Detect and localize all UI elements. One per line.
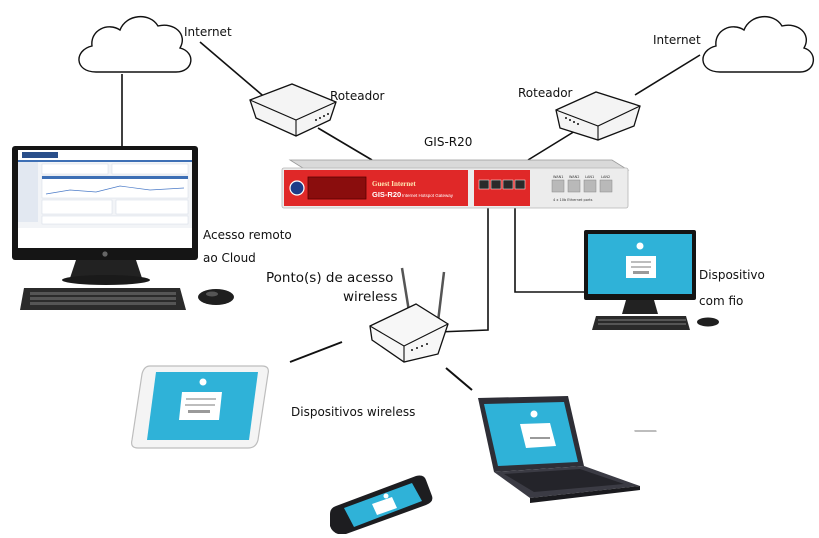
- gateway-subtitle-text: Internet Hotspot Gateway: [402, 193, 454, 198]
- port-label-4: LAN2: [601, 175, 610, 179]
- cloud-left-icon: [78, 16, 192, 73]
- wireless-link-laptop: [445, 367, 473, 391]
- port-label-3: LAN1: [585, 175, 594, 179]
- led-box-1: [551, 179, 565, 193]
- label-remote-access-line1: Acesso remoto: [203, 228, 292, 242]
- ethernet-port-3: [502, 179, 514, 190]
- label-wireless-devices: Dispositivos wireless: [291, 405, 416, 419]
- wired-desktop-pc-icon: [584, 230, 719, 330]
- ethernet-port-4: [514, 179, 526, 190]
- wireless-link-tablet: [289, 341, 343, 363]
- gateway-ethernet-ports: [478, 179, 526, 190]
- laptop-icon: [478, 396, 657, 503]
- mouse-left: [198, 289, 234, 305]
- label-router-right: Roteador: [518, 86, 573, 100]
- label-access-point-line1: Ponto(s) de acesso: [266, 270, 394, 286]
- led-box-2: [567, 179, 581, 193]
- port-label-1: WAN1: [553, 175, 564, 179]
- connector-lines: [121, 41, 701, 333]
- smartphone-icon: [330, 475, 433, 534]
- line-router-right-to-cloud: [634, 54, 701, 96]
- gateway-lcd-display: [307, 176, 367, 200]
- line-gateway-to-router-right: [527, 127, 581, 161]
- port-label-2: WAN2: [569, 175, 580, 179]
- gateway-logo-icon: [289, 180, 305, 196]
- line-gateway-to-wired-pc: [514, 205, 585, 293]
- router-right-icon: [555, 91, 641, 141]
- gateway-model-text: GIS-R20: [372, 190, 401, 199]
- tablet-icon: [131, 365, 269, 449]
- remote-desktop-pc-icon: [12, 146, 234, 310]
- ethernet-port-2: [490, 179, 502, 190]
- label-wired-device-line2: com fio: [699, 294, 744, 308]
- label-internet-left: Internet: [184, 25, 232, 39]
- line-gateway-to-access-point: [437, 205, 489, 333]
- gateway-brand-text: Guest Internet: [372, 180, 416, 188]
- led-box-3: [583, 179, 597, 193]
- access-point-icon: [369, 267, 449, 363]
- line-cloud-left-to-router: [199, 41, 269, 101]
- label-router-left: Roteador: [330, 89, 385, 103]
- label-remote-access-line2: ao Cloud: [203, 251, 256, 265]
- router-left-icon: [249, 83, 337, 137]
- gateway-device: Guest Internet GIS-R20 Internet Hotspot …: [281, 159, 630, 209]
- ethernet-port-1: [478, 179, 490, 190]
- cloud-right-icon: [702, 16, 814, 73]
- label-access-point-line2: wireless: [343, 289, 398, 305]
- label-gateway-name: GIS-R20: [424, 135, 473, 149]
- label-wired-device-line1: Dispositivo: [699, 268, 765, 282]
- gateway-footer-text: 4 x 10b Ethernet ports: [553, 198, 593, 202]
- led-box-4: [599, 179, 613, 193]
- line-router-left-to-gateway: [317, 127, 373, 161]
- label-internet-right: Internet: [653, 33, 701, 47]
- wireless-links: [289, 341, 473, 391]
